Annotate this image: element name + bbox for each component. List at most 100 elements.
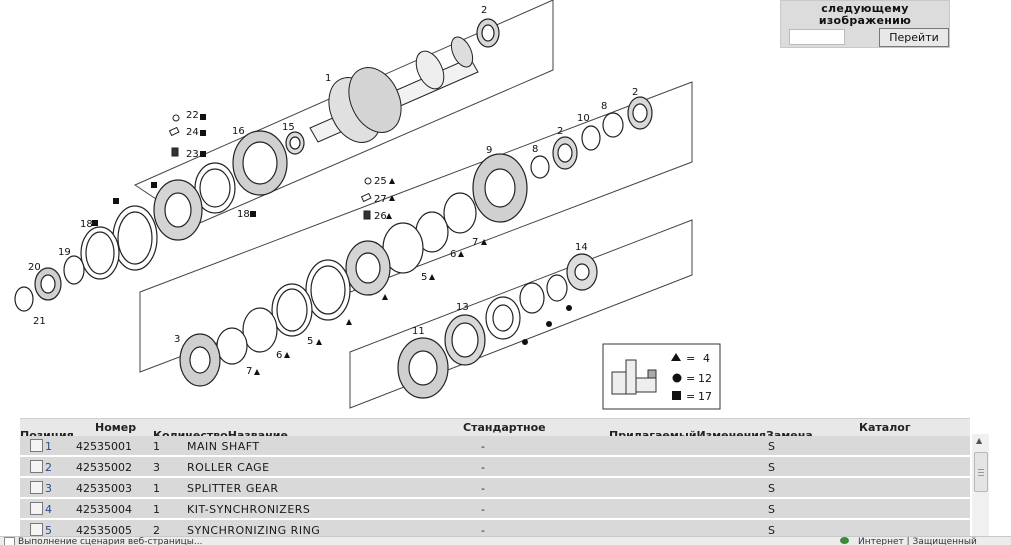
table-row[interactable]: 5 42535005 2 SYNCHRONIZING RING - S [20,520,970,536]
callout-2c: 2 [632,87,638,98]
table-row[interactable]: 2 42535002 3 ROLLER CAGE - S [20,457,970,476]
row-change-code: S [768,503,775,516]
callout-18b: 18 [80,219,93,230]
callout-5a: 5 [421,272,427,283]
row-position-link[interactable]: 4 [45,503,52,516]
go-button[interactable]: Перейти [879,28,949,47]
row-checkbox[interactable] [30,460,43,473]
legend-square-value: 17 [698,390,712,403]
callout-6b: 6 [276,350,282,361]
nav-label-line1: следующему [821,2,909,15]
callout-9: 9 [486,145,492,156]
row-standard: - [481,482,485,495]
exploded-view-diagram: 2 1 22 24 23 16 15 18 18 19 20 21 25 27 … [14,0,721,410]
callout-1: 1 [325,73,331,84]
row-part-number: 42535001 [76,440,132,453]
callout-23: 23 [186,149,199,160]
row-standard: - [481,524,485,536]
nav-label-line2: изображению [818,14,912,27]
callout-24: 24 [186,127,199,138]
row-change-code: S [768,482,775,495]
row-part-name: KIT-SYNCHRONIZERS [187,503,311,516]
status-text: Выполнение сценария веб-страницы... [18,537,203,545]
callout-18a: 18 [237,209,250,220]
callout-10: 10 [577,113,590,124]
callout-2b: 2 [557,126,563,137]
legend-circle-value: 12 [698,372,712,385]
table-body: 1 42535001 1 MAIN SHAFT - S 2 42535002 3… [20,436,970,536]
callout-16: 16 [232,126,245,137]
callout-21: 21 [33,316,46,327]
callout-7b: 7 [246,366,252,377]
row-part-number: 42535004 [76,503,132,516]
callout-20: 20 [28,262,41,273]
row-checkbox[interactable] [30,481,43,494]
callout-13: 13 [456,302,469,313]
row-quantity: 2 [153,524,160,536]
row-standard: - [481,503,485,516]
row-position-link[interactable]: 5 [45,524,52,536]
assembly-plane-middle [139,81,693,373]
internet-zone-icon [840,537,849,544]
callout-14: 14 [575,242,588,253]
col-number[interactable]: Номер [95,421,137,434]
scrollbar-thumb[interactable] [974,452,988,492]
row-part-name: SYNCHRONIZING RING [187,524,321,536]
image-number-input[interactable] [789,29,845,45]
marker-symbols [92,114,572,375]
svg-text:=: = [686,390,695,403]
svg-text:=: = [686,352,695,365]
row-position-link[interactable]: 2 [45,461,52,474]
image-navigation-panel: следующему изображению Перейти [780,0,950,48]
row-standard: - [481,440,485,453]
row-part-name: MAIN SHAFT [187,440,260,453]
callout-7a: 7 [472,237,478,248]
callout-11: 11 [412,326,425,337]
row-checkbox[interactable] [30,502,43,515]
table-scrollbar[interactable]: ▲ [972,434,989,536]
row-checkbox[interactable] [30,523,43,536]
svg-text:=: = [686,372,695,385]
callout-2-top: 2 [481,5,487,16]
callout-8a: 8 [532,144,538,155]
small-hardware [168,114,372,220]
table-header: Позиция Номер КоличествоНазвание Стандар… [20,418,970,442]
scroll-up-arrow-icon[interactable]: ▲ [976,436,983,445]
callout-8b: 8 [601,101,607,112]
callout-5b: 5 [307,336,313,347]
row-part-name: ROLLER CAGE [187,461,270,474]
row-change-code: S [768,440,775,453]
table-row[interactable]: 1 42535001 1 MAIN SHAFT - S [20,436,970,455]
callout-6a: 6 [450,249,456,260]
symbol-legend: = = = 4 12 17 [602,343,721,410]
col-catalog[interactable]: Каталог [859,421,911,434]
callout-labels: 2 1 22 24 23 16 15 18 18 19 20 21 25 27 … [28,5,638,377]
callout-15: 15 [282,122,295,133]
row-part-name: SPLITTER GEAR [187,482,279,495]
row-quantity: 1 [153,482,160,495]
col-standard[interactable]: Стандартное [463,421,546,434]
table-row[interactable]: 4 42535004 1 KIT-SYNCHRONIZERS - S [20,499,970,518]
row-quantity: 1 [153,440,160,453]
callout-25: 25 [374,176,387,187]
parts-table: Позиция Номер КоличествоНазвание Стандар… [20,418,970,536]
table-row[interactable]: 3 42535003 1 SPLITTER GEAR - S [20,478,970,497]
browser-status-bar: Выполнение сценария веб-страницы... Инте… [0,536,1011,545]
row-part-number: 42535002 [76,461,132,474]
row-position-link[interactable]: 3 [45,482,52,495]
legend-box-icon [611,359,657,395]
row-standard: - [481,461,485,474]
legend-triangle-value: 4 [703,352,710,365]
row-checkbox[interactable] [30,439,43,452]
row-position-link[interactable]: 1 [45,440,52,453]
row-change-code: S [768,461,775,474]
row-quantity: 1 [153,503,160,516]
page-icon [4,537,15,545]
gear-parts [14,18,653,399]
callout-26: 26 [374,211,387,222]
callout-22: 22 [186,110,199,121]
callout-3: 3 [174,334,180,345]
row-part-number: 42535005 [76,524,132,536]
callout-19: 19 [58,247,71,258]
row-part-number: 42535003 [76,482,132,495]
